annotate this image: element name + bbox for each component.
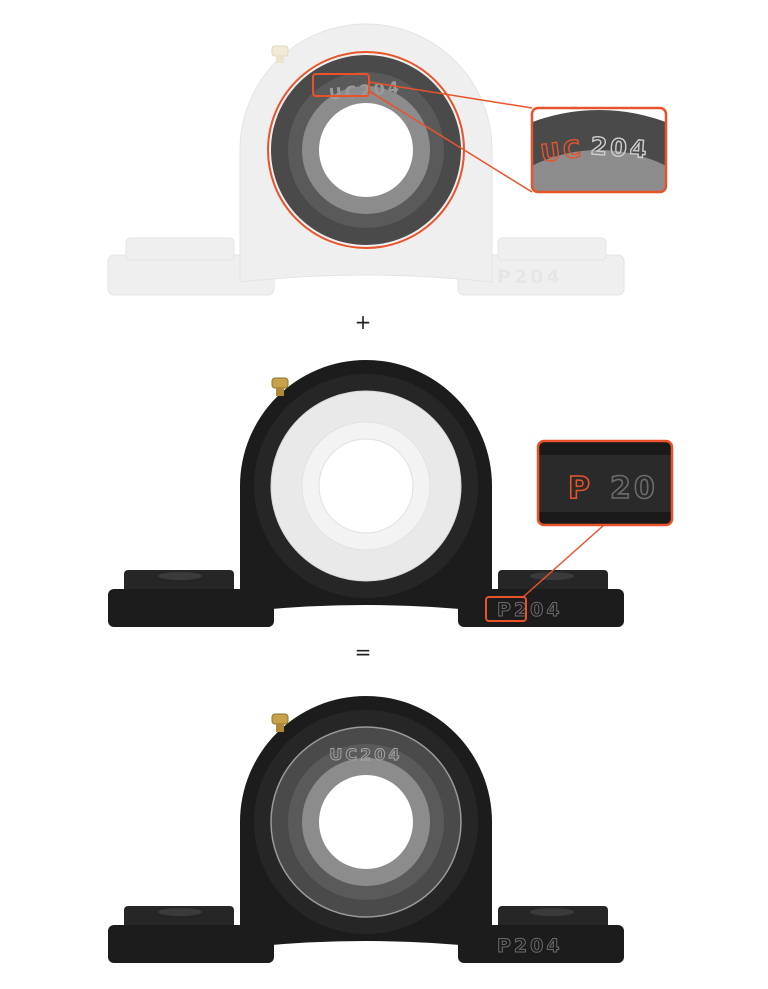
bearing-insert: UC204 xyxy=(267,51,465,249)
panel-insert: P204 UC204 UC 204 xyxy=(107,23,668,296)
housing-highlight-box xyxy=(485,596,527,622)
housing-model-engraving: P204 xyxy=(497,599,563,621)
grease-fitting xyxy=(271,377,289,396)
insert-zoom-callout: UC 204 xyxy=(530,106,668,194)
zoom-connector-1 xyxy=(368,81,533,193)
panel-housing: P204 P 20 xyxy=(108,360,674,627)
insert-highlight-box xyxy=(312,73,370,97)
housing-zoom-prefix: P xyxy=(568,471,593,506)
housing-model-engraving-ghost: P204 xyxy=(497,266,563,288)
plus-operator: + xyxy=(355,310,372,334)
panel-assembled: P204 UC204 xyxy=(108,696,624,963)
zoom-connector-2 xyxy=(521,524,605,599)
ghost-insert xyxy=(270,390,462,582)
insert-zoom-prefix: UC xyxy=(539,134,586,168)
grease-fitting-ghost xyxy=(271,45,289,63)
assembled-housing-engraving: P204 xyxy=(497,935,563,957)
housing-zoom-suffix: 20 xyxy=(610,471,658,506)
assembled-insert-engraving: UC204 xyxy=(329,745,402,764)
assembled-grease-fitting xyxy=(271,713,289,732)
insert-zoom-suffix: 204 xyxy=(590,132,651,164)
housing-zoom-callout: P 20 xyxy=(536,439,674,527)
assembled-insert: UC204 xyxy=(270,726,462,918)
equals-operator: = xyxy=(355,640,372,664)
